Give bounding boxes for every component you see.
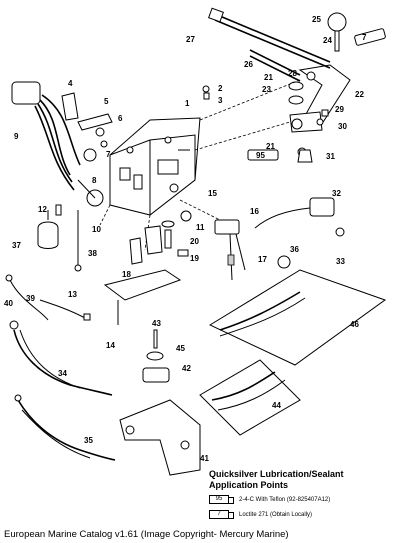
legend-item-text: 2-4-C With Teflon (92-825407A12) — [239, 496, 331, 503]
callout-18: 18 — [122, 270, 131, 279]
bracket-41 — [119, 399, 201, 476]
callout-44: 44 — [272, 401, 281, 410]
lead-38 — [55, 204, 82, 272]
cable-46 — [208, 269, 387, 366]
callout-41: 41 — [200, 454, 209, 463]
callout-40: 40 — [4, 299, 13, 308]
sealant-tube-center: 95 — [247, 149, 279, 161]
callout-6: 6 — [118, 114, 123, 123]
callout-14: 14 — [106, 341, 115, 350]
callout-3: 3 — [218, 96, 223, 105]
callout-25: 25 — [312, 15, 321, 24]
wiring-harness — [11, 81, 104, 207]
legend-row-2-4-c: 95 2-4-C With Teflon (92-825407A12) — [209, 493, 399, 506]
callout-17: 17 — [258, 255, 267, 264]
callout-36: 36 — [290, 245, 299, 254]
legend-title: Quicksilver Lubrication/Sealant Applicat… — [209, 469, 399, 491]
callout-1: 1 — [185, 99, 190, 108]
callout-15: 15 — [208, 189, 217, 198]
image-caption: European Marine Catalog v1.61 (Image Cop… — [4, 529, 289, 540]
trim-switch — [254, 197, 345, 237]
callout-8: 8 — [92, 176, 97, 185]
tube-label-center: 95 — [256, 151, 265, 160]
lever-hardware — [288, 71, 329, 163]
callout-32: 32 — [332, 189, 341, 198]
callout-38: 38 — [88, 249, 97, 258]
small-parts-upper-left — [61, 85, 210, 148]
callout-19: 19 — [190, 254, 199, 263]
callout-43: 43 — [152, 319, 161, 328]
control-housing — [109, 117, 201, 216]
callout-26: 26 — [244, 60, 253, 69]
sealant-tube-top: 7 — [354, 28, 386, 46]
callout-20: 20 — [190, 237, 199, 246]
tube-icon: 95 — [209, 495, 234, 504]
throttle-shift-lever — [208, 7, 351, 133]
callout-10: 10 — [92, 225, 101, 234]
shift-knob — [327, 12, 347, 52]
callout-4: 4 — [68, 79, 73, 88]
mounting-bracket — [103, 225, 182, 325]
callout-28: 28 — [288, 69, 297, 78]
lubrication-legend: Quicksilver Lubrication/Sealant Applicat… — [209, 469, 399, 521]
callout-27: 27 — [186, 35, 195, 44]
center-small-parts — [161, 183, 192, 257]
callout-labels: 1 2 3 4 5 6 7 8 9 10 11 12 13 14 15 16 1… — [4, 15, 364, 463]
callout-22: 22 — [355, 90, 364, 99]
legend-title-line1: Quicksilver Lubrication/Sealant — [209, 469, 344, 479]
tube-label-top: 7 — [362, 33, 367, 42]
legend-title-line2: Application Points — [209, 480, 289, 490]
callout-31: 31 — [326, 152, 335, 161]
legend-row-loctite: 7 Loctite 271 (Obtain Locally) — [209, 508, 399, 521]
horn-and-cap — [37, 210, 291, 269]
callout-33: 33 — [336, 257, 345, 266]
legend-item-text: Loctite 271 (Obtain Locally) — [239, 511, 313, 518]
callout-29: 29 — [335, 105, 344, 114]
callout-21-lower: 21 — [266, 142, 275, 151]
neutral-switch — [214, 219, 246, 281]
tube-icon: 7 — [209, 510, 234, 519]
callout-46: 46 — [350, 320, 359, 329]
callout-13: 13 — [68, 290, 77, 299]
callout-2: 2 — [218, 84, 223, 93]
callout-45: 45 — [176, 344, 185, 353]
callout-37: 37 — [12, 241, 21, 250]
harness-34 — [9, 320, 113, 396]
callout-11: 11 — [196, 223, 205, 232]
callout-30: 30 — [338, 122, 347, 131]
callout-35: 35 — [84, 436, 93, 445]
cable-44 — [199, 359, 301, 436]
callout-12: 12 — [38, 205, 47, 214]
switch-42 — [142, 329, 170, 383]
callout-42: 42 — [182, 364, 191, 373]
callout-39: 39 — [26, 294, 35, 303]
callout-34: 34 — [58, 369, 67, 378]
callout-7: 7 — [106, 150, 111, 159]
callout-9: 9 — [14, 132, 19, 141]
wire-leads-39-40 — [5, 274, 91, 321]
callout-23: 23 — [262, 85, 271, 94]
callout-5: 5 — [104, 97, 109, 106]
harness-35 — [14, 394, 116, 461]
callout-21-upper: 21 — [264, 73, 273, 82]
callout-16: 16 — [250, 207, 259, 216]
callout-24: 24 — [323, 36, 332, 45]
